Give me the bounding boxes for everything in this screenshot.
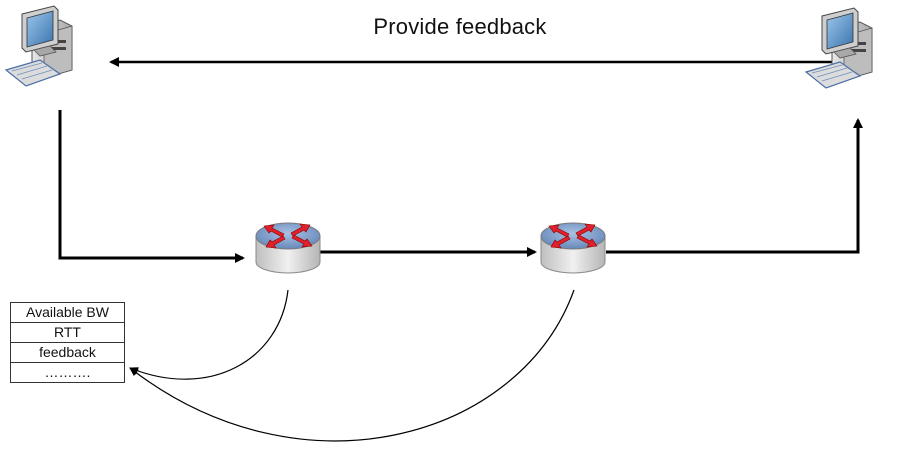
router-2-to-table-curve xyxy=(129,289,575,442)
receiver-computer-icon xyxy=(5,5,73,87)
table-row: feedback xyxy=(10,342,125,363)
table-row: ………. xyxy=(10,362,125,383)
router-1-to-table-curve xyxy=(129,289,289,380)
table-row: RTT xyxy=(10,322,125,343)
table-cell-rtt: RTT xyxy=(10,322,125,343)
data-path-to-sender xyxy=(606,118,863,254)
table-cell-available-bw: Available BW xyxy=(10,302,125,323)
data-path-to-router-1 xyxy=(58,110,245,263)
table-cell-feedback: feedback xyxy=(10,342,125,363)
router-icon-1 xyxy=(255,222,321,274)
sender-computer-icon xyxy=(805,7,873,89)
provide-feedback-label: Provide feedback xyxy=(373,14,547,39)
table-cell-ellipsis: ………. xyxy=(10,362,125,383)
router-icon-2 xyxy=(540,222,606,274)
table-row: Available BW xyxy=(10,302,125,323)
router-state-table: Available BW RTT feedback ………. xyxy=(10,302,125,383)
